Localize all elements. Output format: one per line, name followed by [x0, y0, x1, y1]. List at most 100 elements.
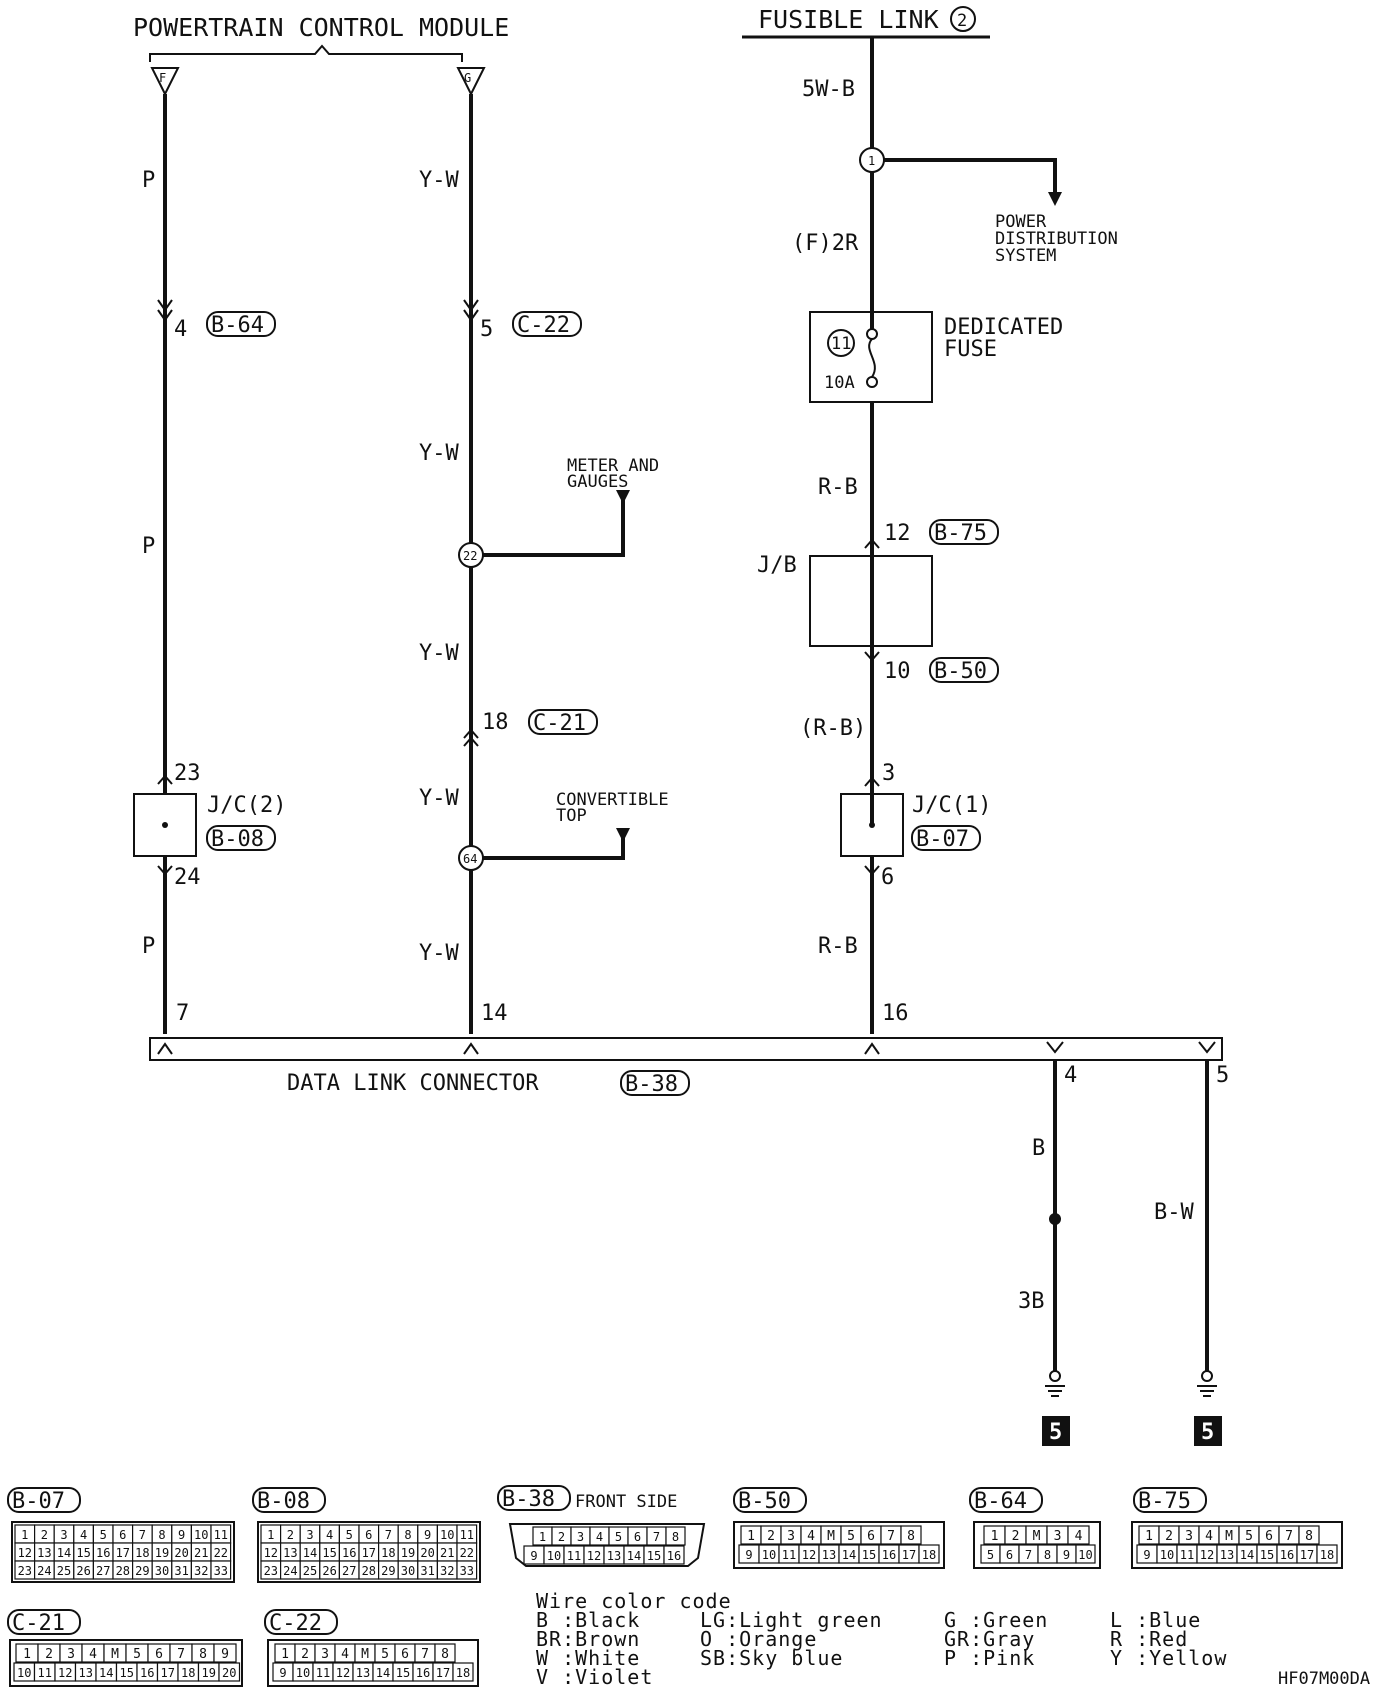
- pin-cell: [213, 1643, 237, 1663]
- conn-tag-b75-text: B-75: [934, 521, 987, 546]
- pin-number: 2: [41, 1528, 48, 1542]
- pin-number: 5: [615, 1530, 622, 1544]
- pin-number: 4: [80, 1528, 87, 1542]
- pin-number: 17: [362, 1546, 376, 1560]
- legend-c2-2: SB:Sky blue: [700, 1646, 843, 1670]
- pin-12: 12: [884, 521, 911, 546]
- pin-number: 31: [420, 1564, 434, 1578]
- pin-number: 15: [120, 1666, 134, 1680]
- pin-number: 17: [1300, 1548, 1314, 1562]
- pin-number: 33: [460, 1564, 474, 1578]
- pin-number: 5: [987, 1548, 994, 1562]
- pin-number: 12: [264, 1546, 278, 1560]
- pin-number: 21: [440, 1546, 454, 1560]
- face-b38-shell: [508, 1523, 706, 1567]
- conn-tag-b64-text: B-64: [211, 313, 264, 338]
- face-tag-b64: [969, 1487, 1043, 1513]
- pin-number: 20: [174, 1546, 188, 1560]
- pin-number: 13: [822, 1548, 836, 1562]
- meter-gauges-label-1: METER AND: [567, 456, 659, 476]
- pin-number: 6: [401, 1647, 409, 1662]
- pin-number: 19: [202, 1666, 216, 1680]
- pin-number: 14: [303, 1546, 317, 1560]
- wire-label-p-2: P: [142, 534, 155, 559]
- wire-label-yw-4: Y-W: [419, 786, 459, 811]
- svg-text:F: F: [159, 71, 166, 85]
- legend-c2-0: LG:Light green: [700, 1608, 883, 1632]
- pin-number: 23: [18, 1564, 32, 1578]
- pin-number: 9: [279, 1666, 286, 1680]
- wire-label-3b: 3B: [1018, 1289, 1045, 1314]
- pin-7: 7: [176, 1001, 189, 1026]
- pin-18: 18: [482, 710, 509, 735]
- face-tag-b38-text: B-38: [502, 1487, 555, 1512]
- pin-number: 10: [1078, 1548, 1092, 1562]
- face-tag-b07: [7, 1487, 81, 1513]
- pin-number: 10: [762, 1548, 776, 1562]
- pin-number: 6: [365, 1528, 372, 1542]
- conn-tag-c22: [512, 311, 582, 337]
- face-tag-b50-text: B-50: [738, 1489, 791, 1514]
- pin-number: 8: [199, 1647, 207, 1662]
- pcm-title: POWERTRAIN CONTROL MODULE: [133, 13, 509, 42]
- pin-number: 12: [1200, 1548, 1214, 1562]
- pin-cell: [434, 1643, 456, 1663]
- pin-number: 11: [1180, 1548, 1194, 1562]
- pin-number: 12: [58, 1666, 72, 1680]
- convertible-top-label-2: TOP: [556, 806, 587, 826]
- arrow-up-3: [864, 776, 880, 787]
- pin-number: 14: [99, 1666, 113, 1680]
- jc2-dot: [162, 822, 168, 828]
- pin-number: 1: [23, 1647, 31, 1662]
- dlc-pin-7: [157, 1042, 173, 1055]
- conn-tag-c21: [528, 709, 598, 735]
- arrow-down-10: [864, 651, 880, 662]
- conn-tag-c22-text: C-22: [517, 313, 570, 338]
- face-tag-c22-text: C-22: [269, 1611, 322, 1636]
- pin-number: 2: [767, 1529, 775, 1544]
- pin-number: 4: [326, 1528, 333, 1542]
- fusible-link-number-circle: [950, 6, 976, 32]
- convertible-top-label-1: CONVERTIBLE: [556, 790, 669, 810]
- pin-number: 11: [214, 1528, 228, 1542]
- conn-tag-b08-text: B-08: [211, 827, 264, 852]
- arrow-up-12: [864, 538, 880, 549]
- conn-tag-b75: [929, 519, 999, 545]
- pin-24: 24: [174, 865, 201, 890]
- pin-cell: [452, 1662, 474, 1682]
- pin-number: 2: [1012, 1529, 1020, 1544]
- pin-number: 22: [460, 1546, 474, 1560]
- pin-number: 32: [440, 1564, 454, 1578]
- pin-number: 7: [887, 1529, 895, 1544]
- pin-number: 8: [672, 1530, 679, 1544]
- ground-badge-1: [1042, 1416, 1070, 1446]
- svg-text:G: G: [464, 71, 471, 85]
- pin-number: 19: [401, 1546, 415, 1560]
- pin-number: 17: [116, 1546, 130, 1560]
- pin-number: 9: [424, 1528, 431, 1542]
- fusible-link-label: FUSIBLE LINK: [758, 5, 939, 34]
- pin-number: 14: [627, 1549, 641, 1563]
- pin-number: 3: [306, 1528, 313, 1542]
- wire-label-yw-2: Y-W: [419, 441, 459, 466]
- pin-number: 16: [416, 1666, 430, 1680]
- wire-label-rb-paren: (R-B): [800, 716, 866, 741]
- pin-number: 11: [38, 1666, 52, 1680]
- pin-number: 17: [161, 1666, 175, 1680]
- face-tag-b08-text: B-08: [257, 1489, 310, 1514]
- pin-number: 18: [181, 1666, 195, 1680]
- dlc-label: DATA LINK CONNECTOR: [287, 1071, 539, 1096]
- pin-number: 13: [79, 1666, 93, 1680]
- pin-number: 7: [1285, 1529, 1293, 1544]
- ground-splice-dot: [1049, 1213, 1061, 1225]
- pin-23: 23: [174, 761, 201, 786]
- pin-number: 14: [57, 1546, 71, 1560]
- legend-c1-1: BR:Brown: [536, 1627, 640, 1651]
- conn-tag-b50-text: B-50: [934, 659, 987, 684]
- pin-number: 27: [96, 1564, 110, 1578]
- pin-3: 3: [882, 761, 895, 786]
- pin-number: 1: [281, 1647, 289, 1662]
- pin-cell: [210, 1560, 232, 1580]
- pin-number: 2: [45, 1647, 53, 1662]
